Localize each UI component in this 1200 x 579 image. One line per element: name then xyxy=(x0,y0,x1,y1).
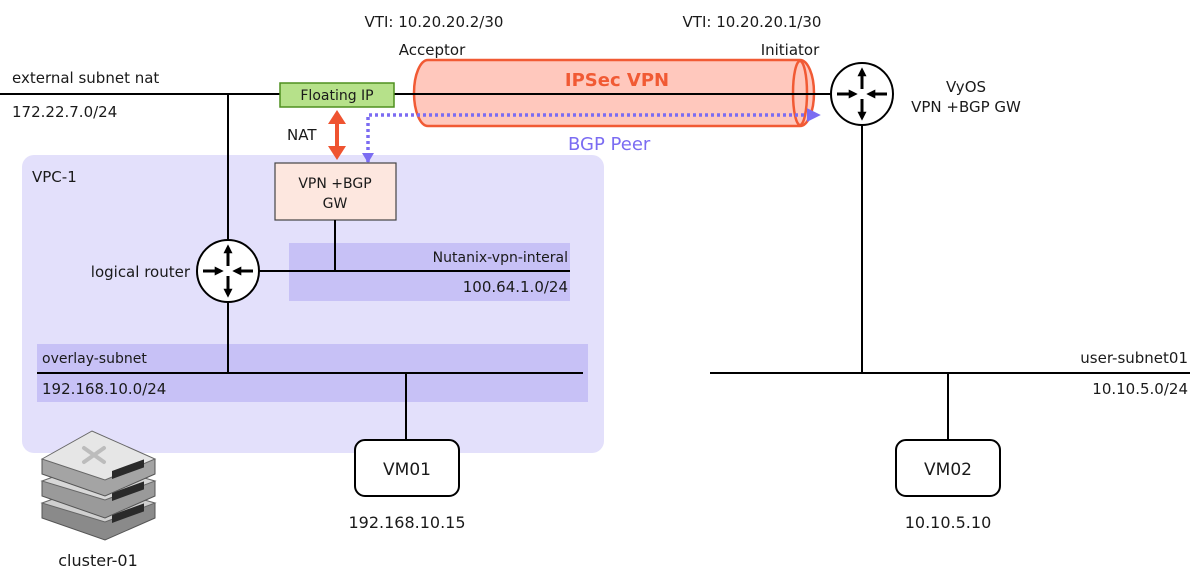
vm01-ip: 192.168.10.15 xyxy=(348,513,465,532)
overlay-subnet-name: overlay-subnet xyxy=(42,351,147,367)
initiator-label: Initiator xyxy=(761,41,820,59)
router-icon xyxy=(196,239,260,303)
external-subnet-cidr: 172.22.7.0/24 xyxy=(12,103,117,121)
floating-ip-box xyxy=(279,82,395,108)
vm02-box xyxy=(895,439,1001,497)
vti-right-label: VTI: 10.20.20.1/30 xyxy=(683,13,822,31)
logical-router-label: logical router xyxy=(91,263,191,281)
nutanix-subnet-cidr: 100.64.1.0/24 xyxy=(463,278,568,296)
bgp-peer-arrow-down xyxy=(362,153,374,163)
vyos-subtitle: VPN +BGP GW xyxy=(911,98,1021,116)
vm02-label: VM02 xyxy=(924,460,972,480)
vm02-ip: 10.10.5.10 xyxy=(905,513,992,532)
vpn-gw-line1: VPN +BGP xyxy=(298,176,371,192)
vm01-label: VM01 xyxy=(383,460,431,480)
nat-label: NAT xyxy=(287,126,317,144)
ipsec-vpn-label: IPSec VPN xyxy=(565,70,669,91)
nutanix-subnet-name: Nutanix-vpn-interal xyxy=(433,250,568,266)
vpc-label: VPC-1 xyxy=(32,168,77,186)
overlay-subnet-cidr: 192.168.10.0/24 xyxy=(42,380,166,398)
nat-arrow xyxy=(328,110,346,160)
user-subnet-name: user-subnet01 xyxy=(1080,349,1188,367)
external-subnet-name: external subnet nat xyxy=(12,69,159,87)
vm01-box xyxy=(354,439,460,497)
server-stack-icon xyxy=(40,430,157,541)
router-icon xyxy=(830,62,894,126)
floating-ip-label: Floating IP xyxy=(300,88,373,104)
bgp-peer-label: BGP Peer xyxy=(568,134,651,155)
vti-left-label: VTI: 10.20.20.2/30 xyxy=(365,13,504,31)
vpn-gw-line2: GW xyxy=(323,196,348,212)
acceptor-label: Acceptor xyxy=(399,41,466,59)
vyos-title: VyOS xyxy=(946,78,986,96)
user-subnet-cidr: 10.10.5.0/24 xyxy=(1092,380,1188,398)
cluster-label: cluster-01 xyxy=(58,551,138,570)
